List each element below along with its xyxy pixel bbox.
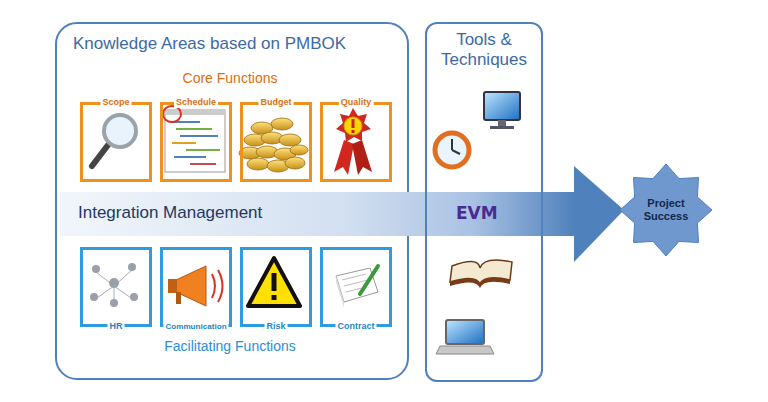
integration-band: Integration Management EVM	[60, 192, 575, 236]
warning-icon	[248, 258, 300, 306]
laptop-icon	[436, 320, 494, 354]
node-text: Schedule	[174, 97, 218, 108]
magnifier-icon	[92, 115, 136, 166]
group-label: Core Functions	[183, 70, 278, 86]
contract-icon	[336, 266, 378, 308]
node-text: EVM	[456, 203, 498, 223]
megaphone-icon	[168, 266, 223, 306]
arrow-connector	[574, 166, 624, 262]
clock-icon	[435, 133, 469, 167]
group-panel: Tools & Techniques	[425, 22, 543, 382]
bracket-box: Communication	[160, 247, 232, 327]
gantt-icon	[163, 106, 225, 172]
node-text: Risk	[264, 321, 287, 332]
bracket-box: Quality	[320, 102, 392, 182]
node-text: Scope	[100, 97, 131, 108]
bracket-box: Budget	[240, 102, 312, 182]
monitor-icon	[484, 92, 520, 129]
node-text: Tools & Techniques	[427, 24, 541, 70]
ribbon-icon	[334, 108, 372, 175]
group-label: Facilitating Functions	[164, 338, 296, 354]
node-text: Integration Management	[78, 203, 262, 223]
book-icon	[450, 260, 512, 288]
node-text: Contract	[335, 321, 376, 332]
bracket-box: Contract	[320, 247, 392, 327]
node-text: Communication	[163, 321, 228, 332]
node-text: Knowledge Areas based on PMBOK	[57, 24, 407, 54]
bracket-box: Schedule	[160, 102, 232, 182]
people-network-icon	[90, 263, 138, 307]
node-text: Project Success	[636, 197, 696, 223]
bracket-box: Scope	[80, 102, 152, 182]
coins-icon	[239, 118, 308, 172]
node-text: HR	[108, 321, 125, 332]
bracket-box: Risk	[240, 247, 312, 327]
node-text: Quality	[339, 97, 374, 108]
success-star: Project Success	[620, 164, 712, 256]
bracket-box: HR	[80, 247, 152, 327]
node-text: Budget	[259, 97, 294, 108]
